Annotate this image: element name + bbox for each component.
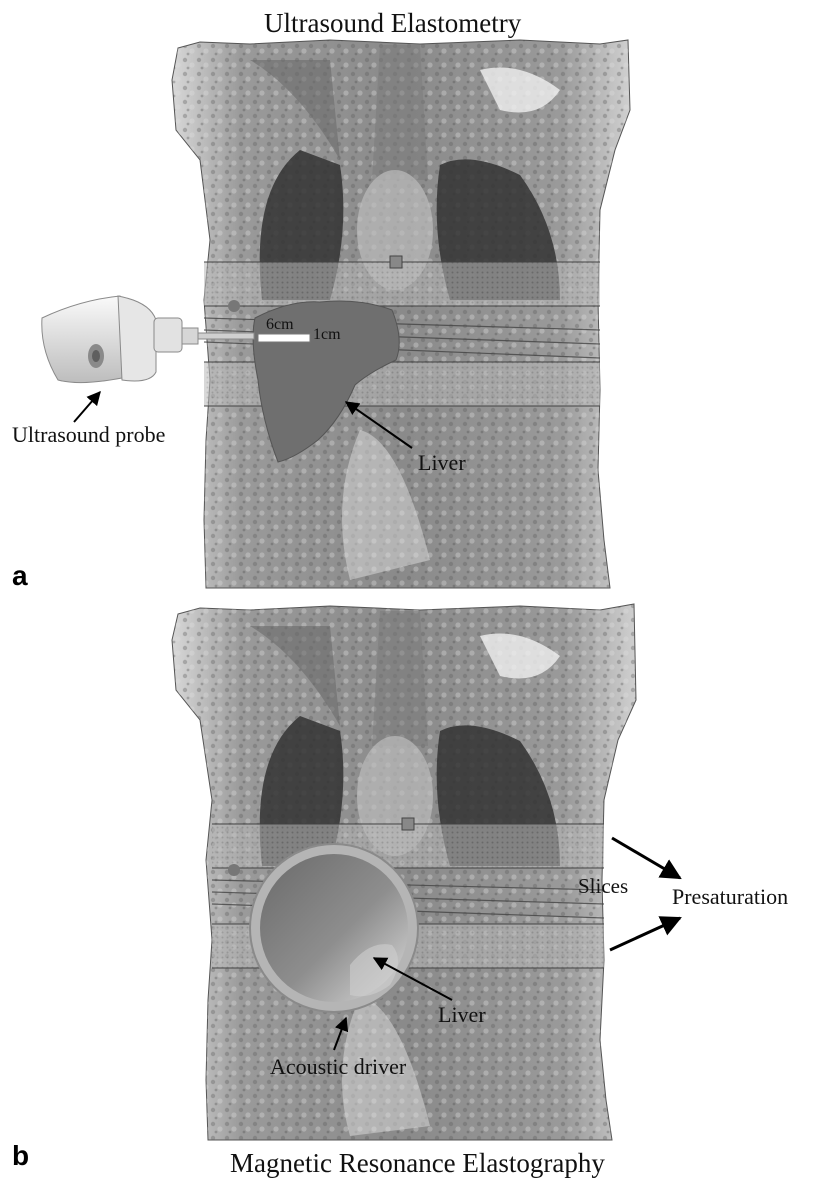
label-presaturation: Presaturation: [672, 884, 788, 910]
label-width-1cm: 1cm: [313, 326, 341, 344]
label-slices: Slices: [578, 874, 628, 899]
mri-image-a: [172, 40, 630, 588]
label-liver-b: Liver: [438, 1002, 486, 1028]
probe-arrow: [74, 392, 100, 422]
measurement-bar: [258, 334, 310, 342]
label-ultrasound-probe: Ultrasound probe: [12, 422, 165, 448]
presaturation-arrow-lower: [610, 918, 680, 950]
label-acoustic-driver: Acoustic driver: [270, 1054, 406, 1080]
presaturation-arrow-upper: [612, 838, 680, 878]
label-liver-a: Liver: [418, 450, 466, 476]
acoustic-driver-disc: [250, 844, 418, 1012]
label-depth-6cm: 6cm: [266, 316, 294, 334]
